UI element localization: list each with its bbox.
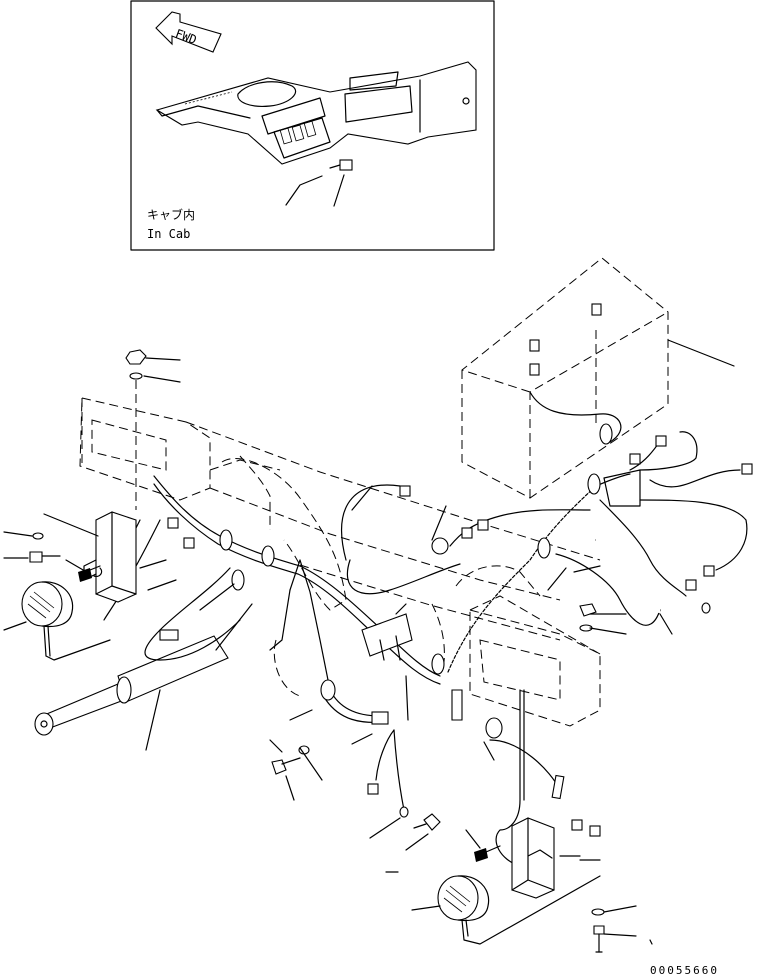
nut <box>579 603 597 617</box>
nut <box>474 848 488 862</box>
connector <box>551 774 565 800</box>
fwd-arrow: FWD <box>155 11 222 53</box>
bolt <box>593 925 605 935</box>
connector <box>741 463 753 475</box>
connectors <box>159 435 753 837</box>
main-frame <box>79 397 601 727</box>
connector <box>371 711 389 725</box>
connector <box>591 303 602 316</box>
clamps <box>361 613 463 721</box>
center-hardware <box>271 602 711 831</box>
bolt <box>271 759 287 775</box>
connector <box>183 537 195 549</box>
bolt <box>29 551 43 563</box>
inset-caption-japanese: キャブ内 <box>147 207 195 222</box>
cab-outline <box>461 257 735 499</box>
hydraulic-cylinder <box>34 635 229 751</box>
in-cab-inset: FWD キャブ内 In Cab <box>130 0 495 251</box>
connector <box>399 485 411 497</box>
connector <box>703 565 715 577</box>
wiring-harness <box>103 391 748 867</box>
connector <box>461 527 473 539</box>
left-lamp-assembly <box>21 349 147 661</box>
inset-leader-right <box>333 174 345 207</box>
connector <box>367 783 379 795</box>
connector <box>685 579 697 591</box>
washer <box>399 806 409 818</box>
connector <box>529 363 540 376</box>
connector <box>655 435 667 447</box>
lamp-bracket <box>95 511 137 603</box>
washer <box>129 372 143 380</box>
connector <box>159 629 179 641</box>
fwd-label: FWD <box>173 26 198 47</box>
nut <box>125 349 147 365</box>
dashboard-panel <box>155 61 477 171</box>
washer <box>591 908 605 916</box>
callout-leaders <box>3 357 673 945</box>
bolt <box>423 813 441 831</box>
right-lamp-assembly <box>437 817 605 953</box>
document-number: 00055660 <box>650 964 719 977</box>
connector <box>529 339 540 352</box>
connector <box>589 825 601 837</box>
washer <box>701 602 711 614</box>
nut <box>78 568 92 582</box>
connector <box>571 819 583 831</box>
washer <box>32 532 44 540</box>
inset-leader-left <box>285 175 323 206</box>
inset-frame <box>130 0 495 251</box>
inset-caption-english: In Cab <box>147 227 190 241</box>
grommets <box>219 423 613 739</box>
connector <box>477 519 489 531</box>
connector <box>629 453 641 465</box>
connector <box>167 517 179 529</box>
